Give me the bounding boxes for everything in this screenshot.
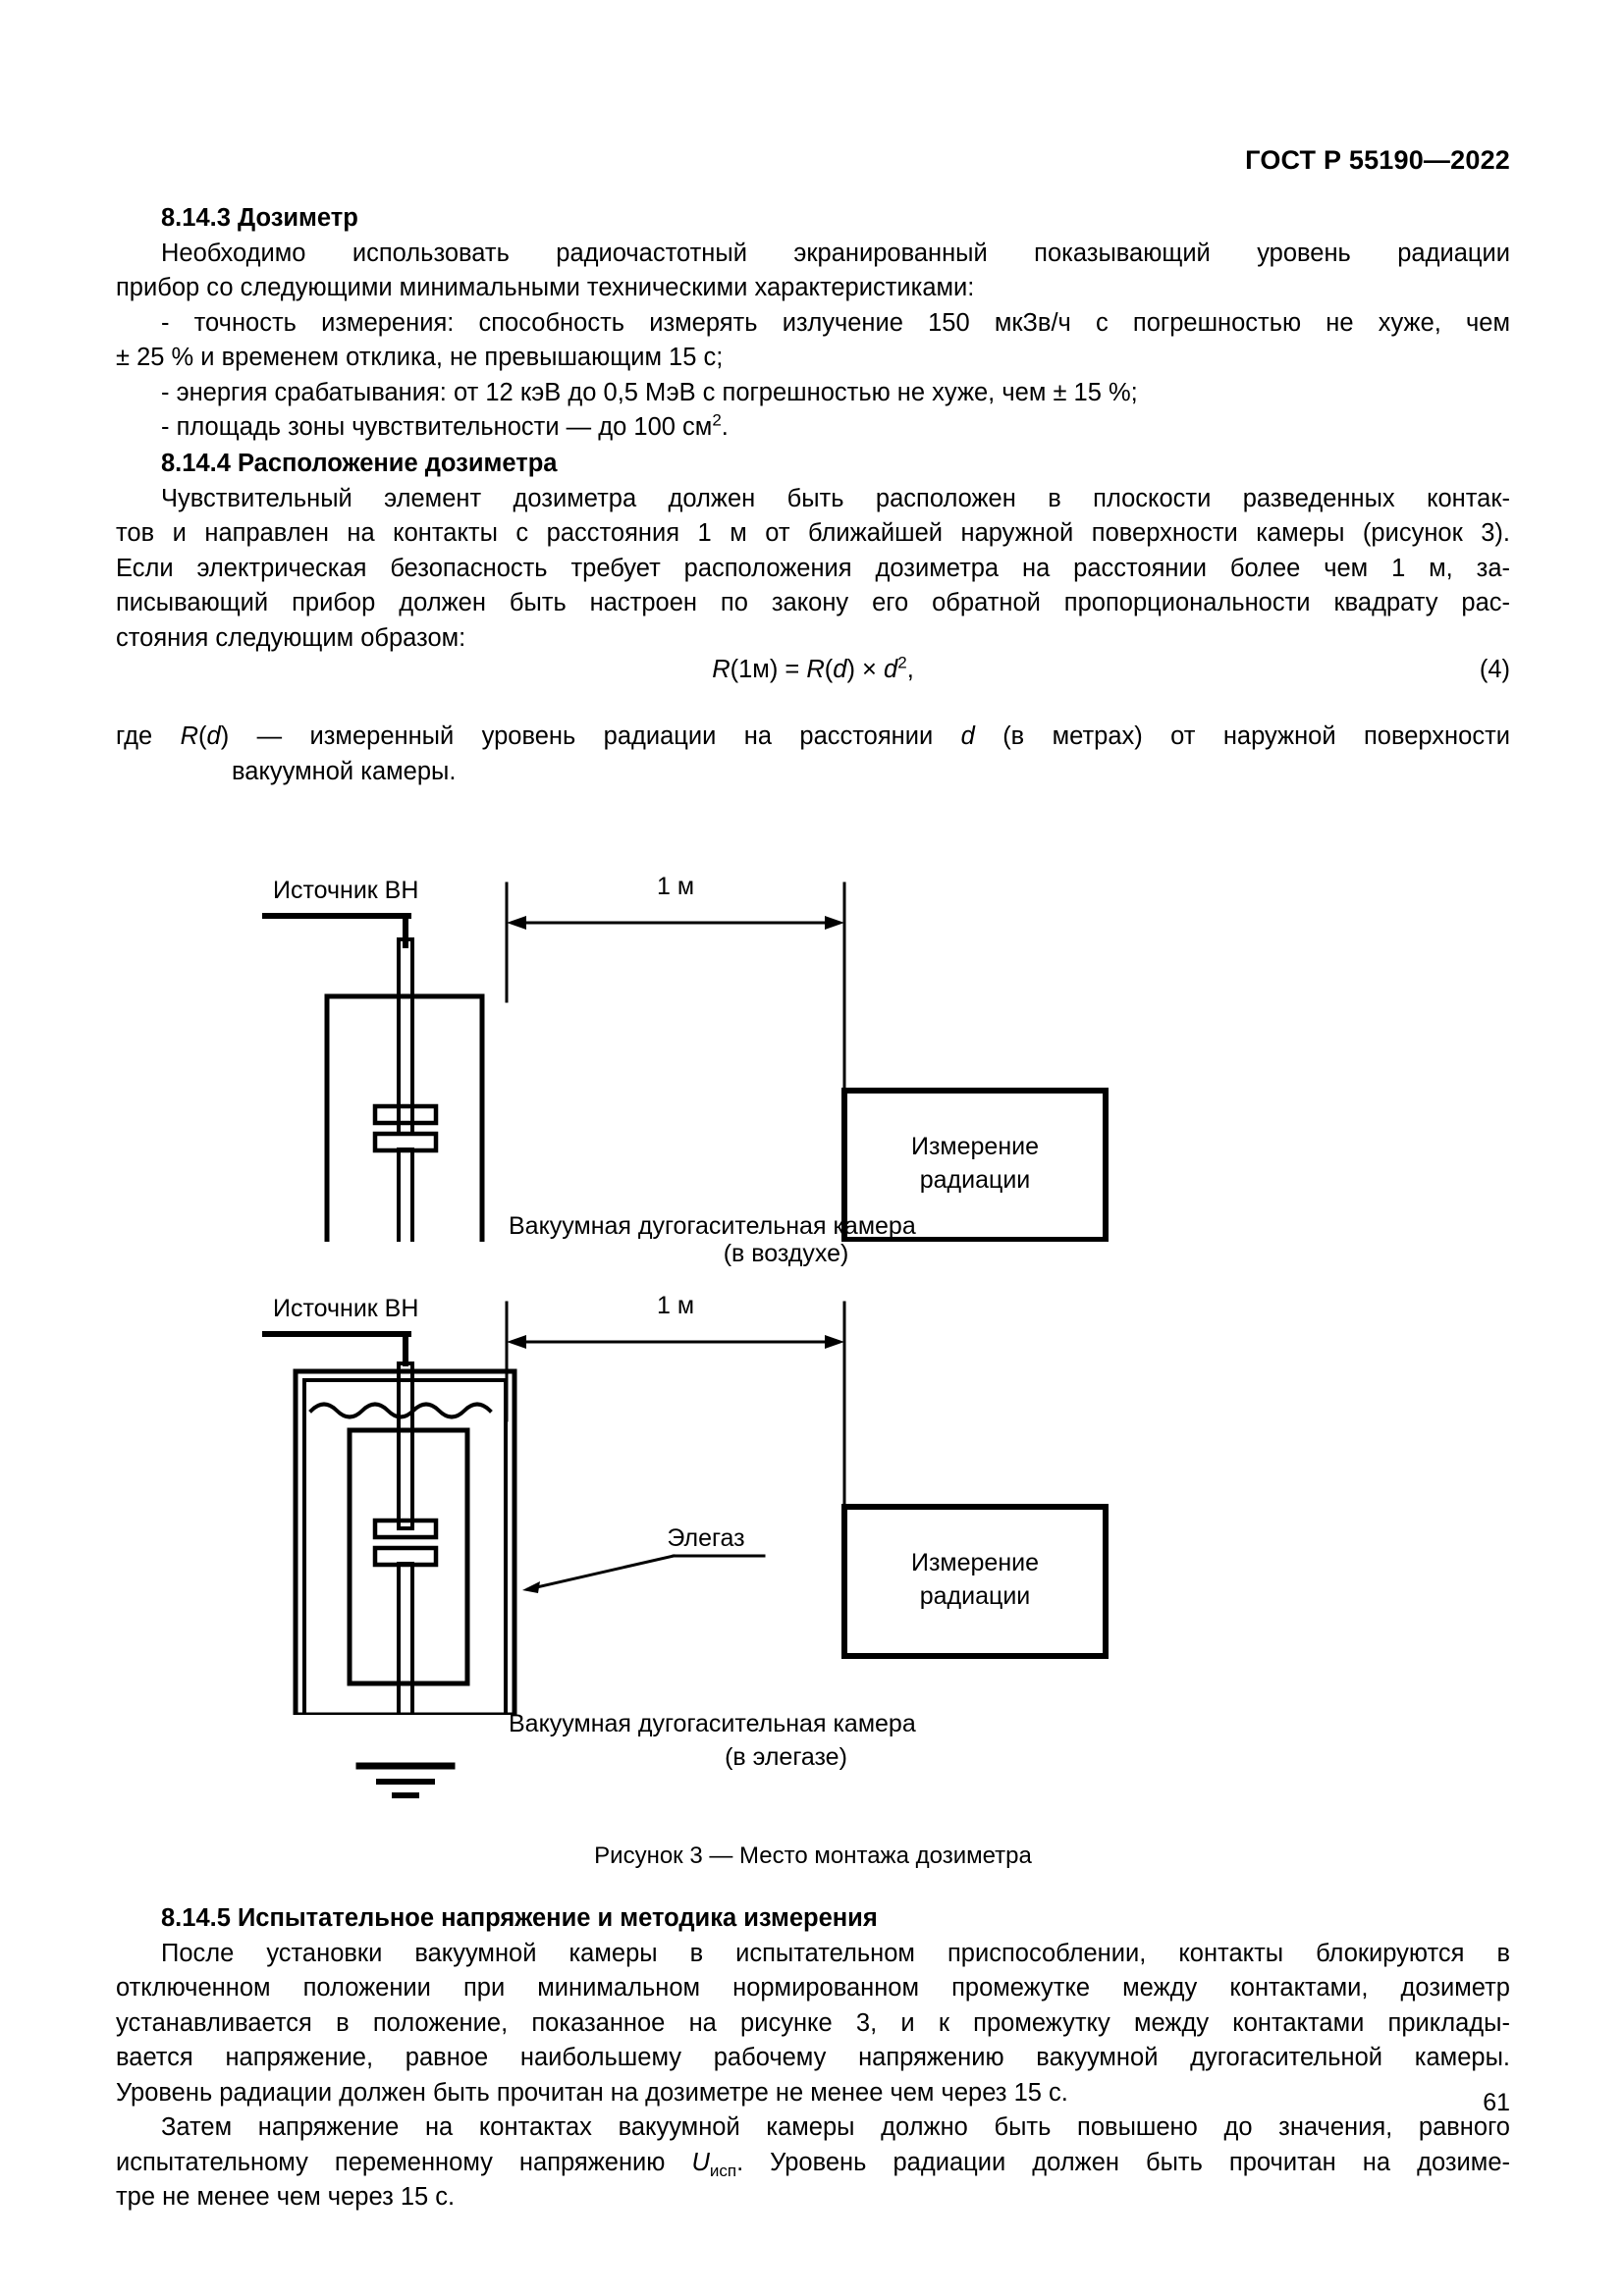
legend-d: d (206, 722, 221, 750)
section-8-14-5: 8.14.5 Испытательное напряжение и методи… (116, 1901, 1510, 2216)
legend-text-2: (в метрах) от наружной поверхности (974, 722, 1510, 750)
dosimeter-spec-accuracy-line-1: - точность измерения: способность измеря… (161, 308, 1510, 337)
section-8-14-3: 8.14.3 Дозиметр Необходимо использовать … (116, 201, 1510, 446)
section-8-14-5-p2-line-1: Затем напряжение на контактах вакуумной … (161, 2113, 1510, 2141)
p2-line-2-post: . Уровень радиации должен быть прочитан … (736, 2148, 1510, 2176)
formula-4-exponent: 2 (897, 653, 907, 672)
section-8-14-5-p1-line-5: Уровень радиации должен быть прочитан на… (116, 2078, 1068, 2107)
chamber-label-line-2-air: (в воздухе) (723, 1240, 849, 1267)
formula-4-d2: d (884, 656, 898, 683)
dimension-arrow-right-air (825, 916, 844, 930)
section-8-14-4-line-1: Чувствительный элемент дозиметра должен … (161, 484, 1510, 512)
hv-source-label-air: Источник ВН (273, 877, 418, 904)
radiation-meter-box-air (841, 1088, 1109, 1242)
formula-4-d: d (833, 656, 847, 683)
section-8-14-4-line-5: стояния следующим образом: (116, 623, 466, 652)
dosimeter-spec-area-suffix: . (721, 413, 729, 441)
dosimeter-spec-area: - площадь зоны чувствительности — до 100… (116, 410, 1510, 446)
formula-4-comma: , (906, 656, 914, 683)
sf6-tank-inner-wall (302, 1378, 508, 1715)
vacuum-chamber-body-sf6 (347, 1427, 470, 1686)
section-8-14-5-p1-line-2: отключенном положении при минимальном но… (116, 1974, 1510, 2002)
dosimeter-spec-energy: - энергия срабатывания: от 12 кэВ до 0,5… (161, 378, 1138, 406)
document-standard-header: ГОСТ Р 55190—2022 (1245, 145, 1510, 175)
legend-paren-close: ) (220, 722, 230, 750)
formula-4-row: R(1м) = R(d) × d2, (4) (116, 653, 1510, 692)
formula-4-mult: ) × (846, 656, 885, 683)
legend-text-1: — измеренный уровень радиации на расстоя… (229, 722, 961, 750)
section-8-14-5-p2-line-3: тре не менее чем через 15 с. (116, 2183, 456, 2211)
legend-d2: d (960, 722, 975, 750)
dimension-arrow-left-air (507, 916, 526, 930)
chamber-label-line-1-sf6: Вакуумная дугогасительная камера (509, 1710, 916, 1737)
dimension-arrow-left-sf6 (507, 1335, 526, 1349)
distance-label-sf6: 1 м (657, 1292, 694, 1319)
legend-r: R (180, 722, 199, 750)
section-8-14-5-p2-line-2: испытательному переменному напряжению Uи… (116, 2146, 1510, 2181)
dimension-arrow-right-sf6 (825, 1335, 844, 1349)
sf6-gas-label: Элегаз (667, 1524, 744, 1552)
formula-4-legend: где R(d) — измеренный уровень радиации н… (116, 720, 1510, 789)
section-8-14-4: 8.14.4 Расположение дозиметра Чувствител… (116, 447, 1510, 656)
hv-source-label-sf6: Источник ВН (273, 1295, 418, 1322)
legend-paren-open: ( (198, 722, 207, 750)
formula-4-number: (4) (1479, 656, 1510, 683)
upper-electrode-rod-sf6 (397, 1362, 414, 1530)
test-voltage-subscript: исп (709, 2161, 737, 2180)
radiation-meter-label-line-1-sf6: Измерение (911, 1549, 1039, 1576)
distance-label-air: 1 м (657, 873, 694, 900)
upper-contact-plate-sf6 (372, 1518, 439, 1540)
section-8-14-4-line-3: Если электрическая безопасность требует … (116, 554, 1510, 582)
lower-electrode-rod-sf6 (397, 1562, 414, 1715)
test-voltage-symbol: U (691, 2148, 710, 2176)
section-8-14-4-heading: 8.14.4 Расположение дозиметра (161, 450, 558, 477)
sf6-leader-diagonal (526, 1554, 676, 1591)
formula-4-paren-open: ( (824, 656, 834, 683)
chamber-label-line-2-sf6: (в элегазе) (725, 1743, 847, 1771)
radiation-meter-label-line-2-sf6: радиации (920, 1582, 1031, 1610)
radiation-meter-box-sf6 (841, 1504, 1109, 1659)
radiation-meter-label-line-2-air: радиации (920, 1166, 1031, 1194)
sf6-tank-outer-wall (293, 1368, 517, 1715)
vacuum-chamber-body-air (324, 993, 485, 1242)
diagram-vacuum-chamber-in-sf6: Источник ВН 1 м Элегаз Измерение радиаци… (262, 1292, 1109, 1715)
sf6-leader-arrowhead (522, 1581, 540, 1593)
page-number: 61 (1483, 2089, 1510, 2116)
lower-electrode-rod-air (397, 1148, 414, 1242)
formula-4-legend-line-2: вакуумной камеры. (232, 757, 457, 785)
formula-4-legend-line-1: где R(d) — измеренный уровень радиации н… (116, 720, 1510, 755)
section-8-14-5-heading: 8.14.5 Испытательное напряжение и методи… (161, 1904, 878, 1932)
legend-prefix: где (116, 722, 181, 750)
dosimeter-spec-accuracy-line-2: ± 25 % и временем отклика, не превышающи… (116, 344, 724, 371)
section-8-14-3-heading: 8.14.3 Дозиметр (161, 204, 358, 232)
section-8-14-3-intro-line-1: Необходимо использовать радиочастотный э… (161, 239, 1510, 267)
formula-4-expression: R(1м) = R(d) × d2, (116, 653, 1510, 688)
diagram-vacuum-chamber-in-air: Источник ВН 1 м Измерение радиации Вакуу… (262, 873, 1109, 1242)
section-8-14-5-p1-line-4: вается напряжение, равное наибольшему ра… (116, 2044, 1510, 2071)
page-content: ГОСТ Р 55190—2022 8.14.3 Дозиметр Необхо… (116, 0, 1510, 2296)
formula-4-r: R (712, 656, 731, 683)
section-8-14-4-line-2: тов и направлен на контакты с расстояния… (116, 519, 1510, 547)
section-8-14-5-p1-line-1: После установки вакуумной камеры в испыт… (161, 1939, 1510, 1967)
section-8-14-3-intro-line-2: прибор со следующими минимальными технич… (116, 274, 975, 301)
figure-3: Источник ВН 1 м Измерение радиации Вакуу… (116, 829, 1510, 1869)
formula-4-r2: R (806, 656, 825, 683)
radiation-meter-label-line-1-air: Измерение (911, 1133, 1039, 1160)
formula-4-arg-1m: (1м) = (730, 656, 807, 683)
p2-line-2-pre: испытательному переменному напряжению (116, 2148, 692, 2176)
figure-3-caption: Рисунок 3 — Место монтажа дозиметра (594, 1842, 1032, 1869)
section-8-14-4-line-4: писывающий прибор должен быть настроен п… (116, 589, 1510, 616)
ground-symbol-sf6 (355, 1762, 456, 1798)
upper-contact-plate-air (372, 1103, 439, 1126)
section-8-14-5-p1-line-3: устанавливается в положение, показанное … (116, 2008, 1510, 2037)
chamber-label-line-1-air: Вакуумная дугогасительная камера (509, 1212, 916, 1240)
dosimeter-spec-area-exponent: 2 (712, 410, 722, 430)
dosimeter-spec-area-text: - площадь зоны чувствительности — до 100… (161, 413, 713, 441)
